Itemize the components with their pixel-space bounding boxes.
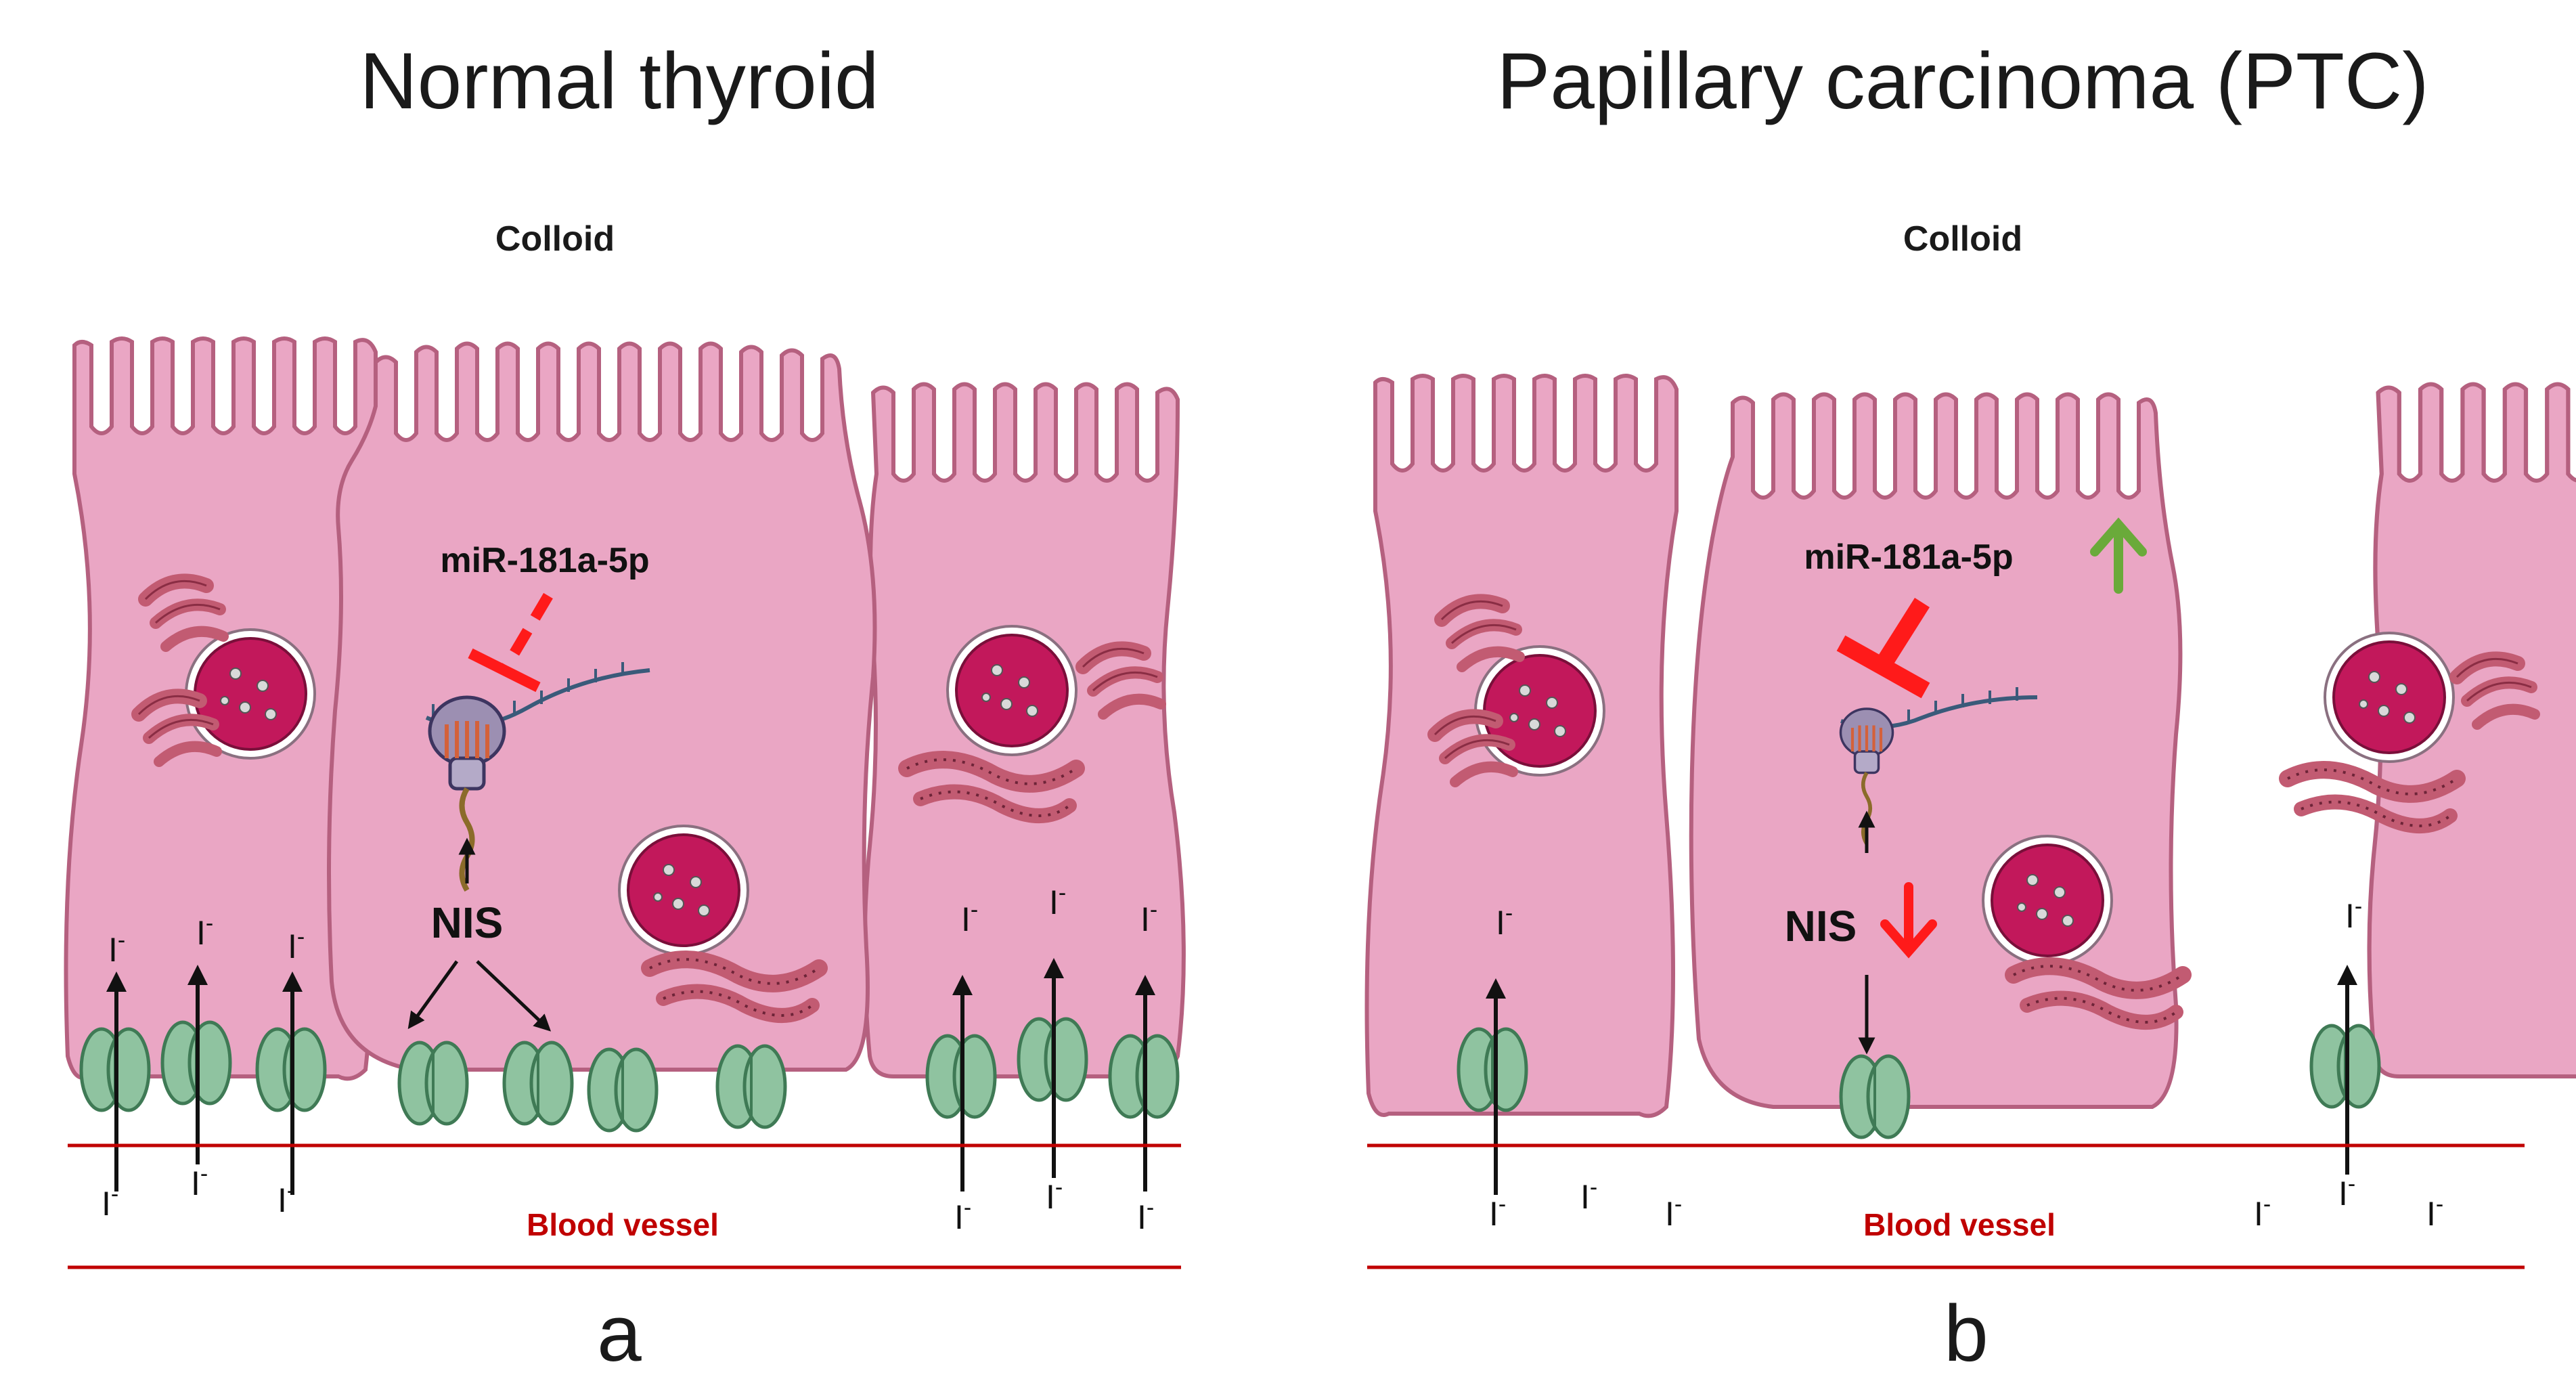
panel-a-letter: a [597,1289,642,1377]
panel-a-blood-vessel-label: Blood vessel [527,1207,719,1242]
svg-text:I-: I- [954,1195,971,1236]
panel-a-cell-middle [329,344,875,1070]
panel-a-mirna-inhibition [468,592,553,693]
svg-text:I-: I- [961,897,978,938]
panel-a-iodide-labels: I- I- I- I- I- I- I- I- I- I- I- I- [102,880,1157,1236]
panel-a-nucleus-right [946,625,1078,756]
panel-a-nucleus-left [185,628,316,760]
svg-text:I-: I- [2338,1171,2355,1212]
panel-a-nis-label: NIS [431,898,504,947]
svg-text:I-: I- [1049,880,1066,921]
panel-b-nis-down-arrow [1880,882,1937,959]
svg-text:I-: I- [191,1161,208,1202]
panel-b-blood-vessel-label: Blood vessel [1863,1207,2056,1242]
svg-text:I-: I- [1496,900,1513,942]
svg-text:I-: I- [2345,894,2362,935]
panel-a-title: Normal thyroid [359,37,879,126]
svg-text:I-: I- [1580,1175,1597,1216]
panel-b-nucleus-left [1474,645,1605,777]
panel-b-iodide-labels: I- I- I- I- I- I- I- I- [1489,894,2443,1233]
svg-text:I-: I- [277,1178,294,1219]
panel-a-mrna-ribosome [425,662,650,890]
panel-b-mrna-ribosome [1841,687,2038,844]
panel-a-iodide-arrows [106,958,1155,1195]
svg-text:I-: I- [1140,897,1157,938]
panel-a-colloid-label: Colloid [495,219,615,259]
panel-b-title: Papillary carcinoma (PTC) [1497,37,2429,126]
panel-a: Normal thyroid Colloid miR-181a-5p NIS [66,37,1184,1377]
panel-b-letter: b [1944,1289,1989,1377]
panel-b-mirna-inhibition [1836,598,1930,699]
svg-text:I-: I- [108,927,125,969]
svg-text:I-: I- [288,924,305,965]
svg-text:I-: I- [1665,1192,1682,1233]
panel-b-nucleus-right [2324,632,2455,763]
panel-b-iodide-arrows [1486,965,2357,1195]
panel-b-mirna-label: miR-181a-5p [1804,538,2013,577]
panel-b-colloid-label: Colloid [1903,219,2022,259]
svg-text:I-: I- [1137,1195,1154,1236]
panel-b-nucleus-middle [1982,835,2113,966]
svg-text:I-: I- [1489,1192,1506,1233]
svg-text:I-: I- [196,911,213,952]
svg-text:I-: I- [2426,1192,2443,1233]
panel-a-mirna-label: miR-181a-5p [440,541,649,580]
panel-a-nis-arrow-left [407,960,459,1030]
panel-a-nucleus-middle [618,825,749,956]
panel-b-nis-label: NIS [1785,902,1857,950]
panel-a-nis-arrow-right [476,960,552,1032]
svg-text:I-: I- [1046,1175,1063,1216]
svg-text:I-: I- [102,1181,118,1223]
panel-b-mirna-up-arrow [2090,517,2147,594]
panel-b-cell-middle [1689,392,2183,1109]
panel-b: Papillary carcinoma (PTC) Colloid miR-18… [1367,37,2576,1377]
svg-text:I-: I- [2254,1192,2271,1233]
